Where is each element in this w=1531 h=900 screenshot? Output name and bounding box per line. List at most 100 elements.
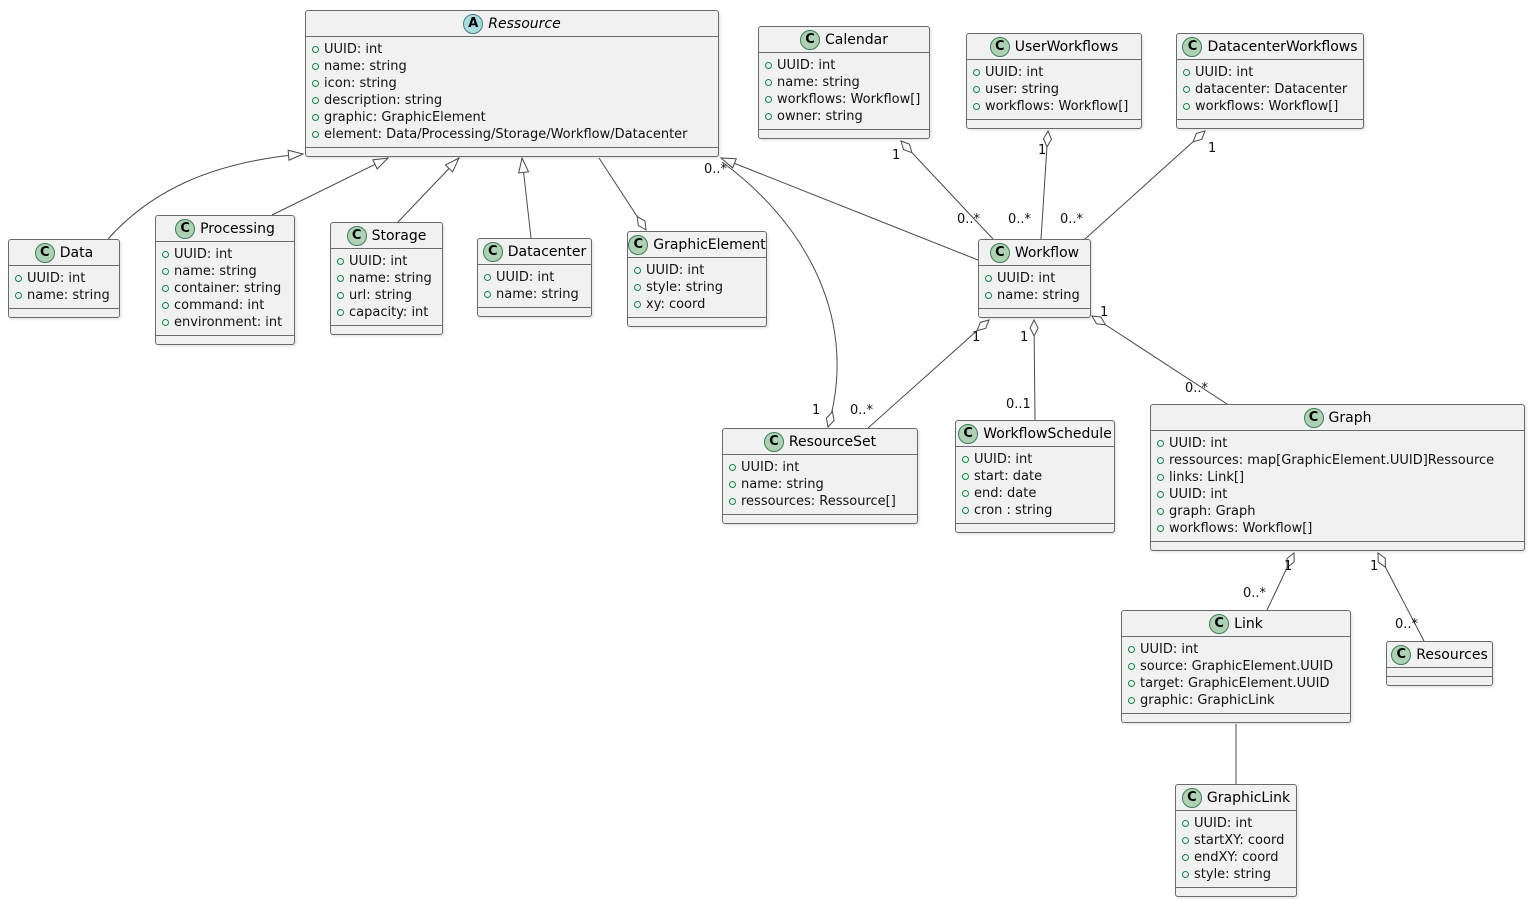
class-header: C DatacenterWorkflows — [1177, 34, 1363, 60]
attribute: name: string — [729, 476, 911, 493]
mult-workflow-resourceset-target: 0..* — [850, 403, 874, 418]
field-circle-icon — [15, 275, 22, 282]
field-circle-icon — [162, 251, 169, 258]
class-header: C GraphicLink — [1176, 785, 1296, 811]
attribute: UUID: int — [15, 270, 113, 287]
class-circle-icon: C — [482, 241, 503, 262]
attribute: end: date — [962, 485, 1108, 502]
class-header: C UserWorkflows — [967, 34, 1141, 60]
class-circle-icon: C — [1182, 36, 1203, 57]
field-circle-icon — [634, 284, 641, 291]
methods-section — [306, 148, 718, 156]
class-name: Processing — [200, 220, 275, 237]
edge-datacenterworkflows-workflow — [1084, 130, 1206, 240]
attribute: name: string — [337, 270, 436, 287]
class-graph: C Graph UUID: int ressources: map[Graphi… — [1150, 404, 1525, 551]
class-circle-icon: C — [800, 29, 821, 50]
class-name: Ressource — [488, 15, 561, 32]
class-storage: C Storage UUID: int name: string url: st… — [330, 222, 443, 335]
field-circle-icon — [962, 456, 969, 463]
attribute: name: string — [765, 74, 923, 91]
attribute: name: string — [985, 287, 1084, 304]
field-circle-icon — [312, 131, 319, 138]
attribute: xy: coord — [634, 296, 760, 313]
mult-calendar-workflow-target: 0..* — [957, 212, 981, 227]
mult-datacenterworkflows-workflow-target: 0..* — [1060, 212, 1084, 227]
attributes-section: UUID: int name: string icon: string desc… — [306, 37, 718, 148]
attributes-section: UUID: int user: string workflows: Workfl… — [967, 60, 1141, 120]
field-circle-icon — [765, 96, 772, 103]
class-name: Data — [59, 244, 94, 261]
attribute: UUID: int — [312, 41, 712, 58]
class-name: Link — [1234, 615, 1263, 632]
attribute: style: string — [634, 279, 760, 296]
edge-storage-extends-ressource — [397, 158, 459, 223]
methods-section — [979, 309, 1090, 317]
field-circle-icon — [312, 97, 319, 104]
attribute: name: string — [162, 263, 288, 280]
field-circle-icon — [973, 103, 980, 110]
field-circle-icon — [729, 498, 736, 505]
attribute: UUID: int — [973, 64, 1135, 81]
class-circle-icon: C — [346, 225, 367, 246]
field-circle-icon — [337, 309, 344, 316]
mult-workflow-graph-source: 1 — [1100, 305, 1109, 320]
attribute: element: Data/Processing/Storage/Workflo… — [312, 126, 712, 143]
field-circle-icon — [162, 302, 169, 309]
attribute: cron : string — [962, 502, 1108, 519]
field-circle-icon — [1157, 508, 1164, 515]
class-name: WorkflowSchedule — [983, 425, 1112, 442]
class-circle-icon: C — [34, 242, 55, 263]
field-circle-icon — [1182, 871, 1189, 878]
class-circle-icon: C — [1181, 787, 1202, 808]
attribute: UUID: int — [162, 246, 288, 263]
methods-section — [1122, 714, 1350, 722]
attribute: workflows: Workflow[] — [765, 91, 923, 108]
attributes-section: UUID: int datacenter: Datacenter workflo… — [1177, 60, 1363, 120]
field-circle-icon — [985, 292, 992, 299]
class-header: C Storage — [331, 223, 442, 249]
field-circle-icon — [1157, 474, 1164, 481]
attribute: UUID: int — [1182, 815, 1290, 832]
field-circle-icon — [162, 319, 169, 326]
class-workflow: C Workflow UUID: int name: string — [978, 239, 1091, 318]
mult-workflow-graph-target: 0..* — [1185, 381, 1209, 396]
field-circle-icon — [1183, 103, 1190, 110]
methods-section — [759, 130, 929, 138]
methods-section — [1176, 888, 1296, 896]
attribute: ressources: Ressource[] — [729, 493, 911, 510]
attributes-section: UUID: int name: string — [9, 266, 119, 309]
class-name: Workflow — [1014, 244, 1080, 261]
class-header: C Link — [1122, 611, 1350, 637]
class-graphicelement: C GraphicElement UUID: int style: string… — [627, 231, 767, 327]
attribute: target: GraphicElement.UUID — [1128, 675, 1344, 692]
class-header: C Workflow — [979, 240, 1090, 266]
class-datacenterworkflows: C DatacenterWorkflows UUID: int datacent… — [1176, 33, 1364, 129]
attribute: UUID: int — [962, 451, 1108, 468]
methods-section — [956, 524, 1114, 532]
edge-processing-extends-ressource — [271, 158, 388, 216]
field-circle-icon — [1128, 697, 1135, 704]
mult-userworkflows-workflow-source: 1 — [1038, 143, 1047, 158]
mult-userworkflows-workflow-target: 0..* — [1008, 212, 1032, 227]
class-header: C ResourceSet — [723, 429, 917, 455]
attributes-section: UUID: int name: string url: string capac… — [331, 249, 442, 326]
field-circle-icon — [962, 490, 969, 497]
edge-ressource-graphicelement — [598, 157, 647, 231]
class-userworkflows: C UserWorkflows UUID: int user: string w… — [966, 33, 1142, 129]
class-header: C Graph — [1151, 405, 1524, 431]
class-name: UserWorkflows — [1014, 38, 1119, 55]
methods-section — [1151, 542, 1524, 550]
class-name: Calendar — [825, 31, 888, 48]
edge-workflow-graph — [1091, 315, 1228, 405]
attribute: workflows: Workflow[] — [1157, 520, 1518, 537]
class-processing: C Processing UUID: int name: string cont… — [155, 215, 295, 345]
field-circle-icon — [729, 464, 736, 471]
attribute: name: string — [15, 287, 113, 304]
class-header: C GraphicElement — [628, 232, 766, 258]
edge-workflow-resourceset — [867, 319, 990, 429]
class-header: C Data — [9, 240, 119, 266]
field-circle-icon — [312, 63, 319, 70]
attribute: graphic: GraphicLink — [1128, 692, 1344, 709]
